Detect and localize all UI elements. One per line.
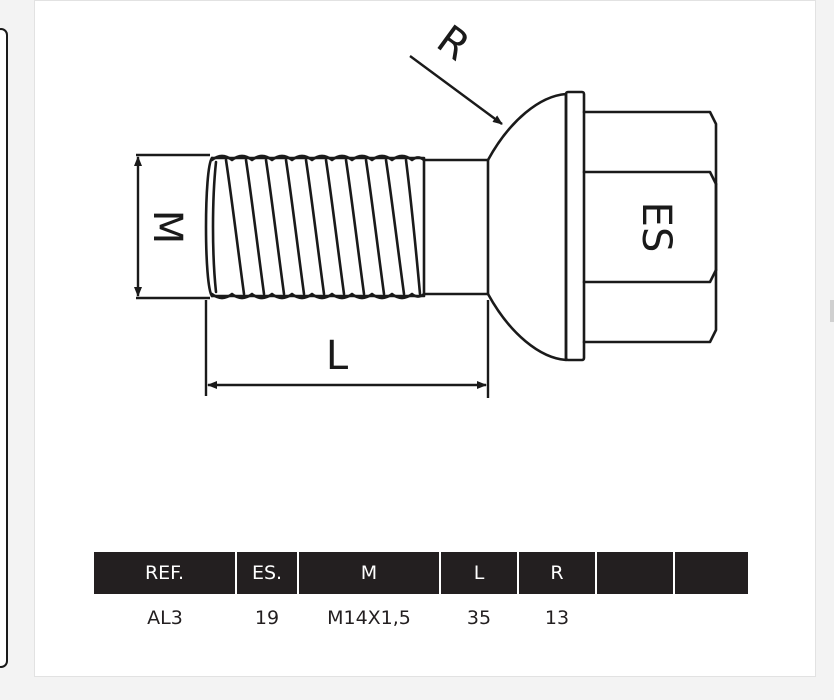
right-edge-line (830, 300, 834, 322)
flange (564, 90, 586, 362)
thread-end-left (204, 156, 214, 298)
cell-m: M14X1,5 (327, 607, 411, 629)
header-es: ES. (235, 552, 298, 594)
header-r: R (517, 552, 596, 594)
dimension-r (409, 55, 503, 125)
bottom-strip (0, 677, 834, 700)
hex-edge-top (582, 170, 718, 186)
header-empty-2 (673, 552, 748, 594)
cell-r: 13 (544, 607, 570, 629)
header-empty-1 (595, 552, 674, 594)
header-l: L (439, 552, 518, 594)
thread-helix-lines (224, 158, 422, 296)
thread-outline (210, 156, 426, 298)
thread-crests-top (210, 154, 426, 162)
hex-edge-bottom (582, 268, 718, 284)
dimension-label-m: M (144, 210, 190, 245)
conical-seat (486, 92, 568, 362)
cell-l: 35 (466, 607, 492, 629)
dimension-m (134, 153, 210, 300)
cell-es: 19 (254, 607, 280, 629)
cell-empty-2 (674, 594, 748, 642)
thread-end-edge (211, 160, 218, 294)
table-row: AL3 19 M14X1,5 35 13 (94, 594, 748, 642)
cell-ref: AL3 (147, 607, 183, 629)
spec-table: REF. ES. M L R AL3 19 M14X1,5 35 13 (94, 552, 748, 642)
dimension-l (204, 300, 490, 398)
header-m: M (297, 552, 440, 594)
header-ref: REF. (94, 552, 236, 594)
shank (422, 158, 490, 296)
dimension-label-l: L (326, 333, 349, 379)
thread-crests-bottom (210, 292, 426, 300)
spec-table-header-row: REF. ES. M L R (94, 552, 748, 594)
dimension-label-r: R (428, 17, 478, 71)
left-edge-frame (0, 28, 8, 668)
cell-empty-1 (596, 594, 674, 642)
hex-label-es: ES (633, 202, 679, 253)
